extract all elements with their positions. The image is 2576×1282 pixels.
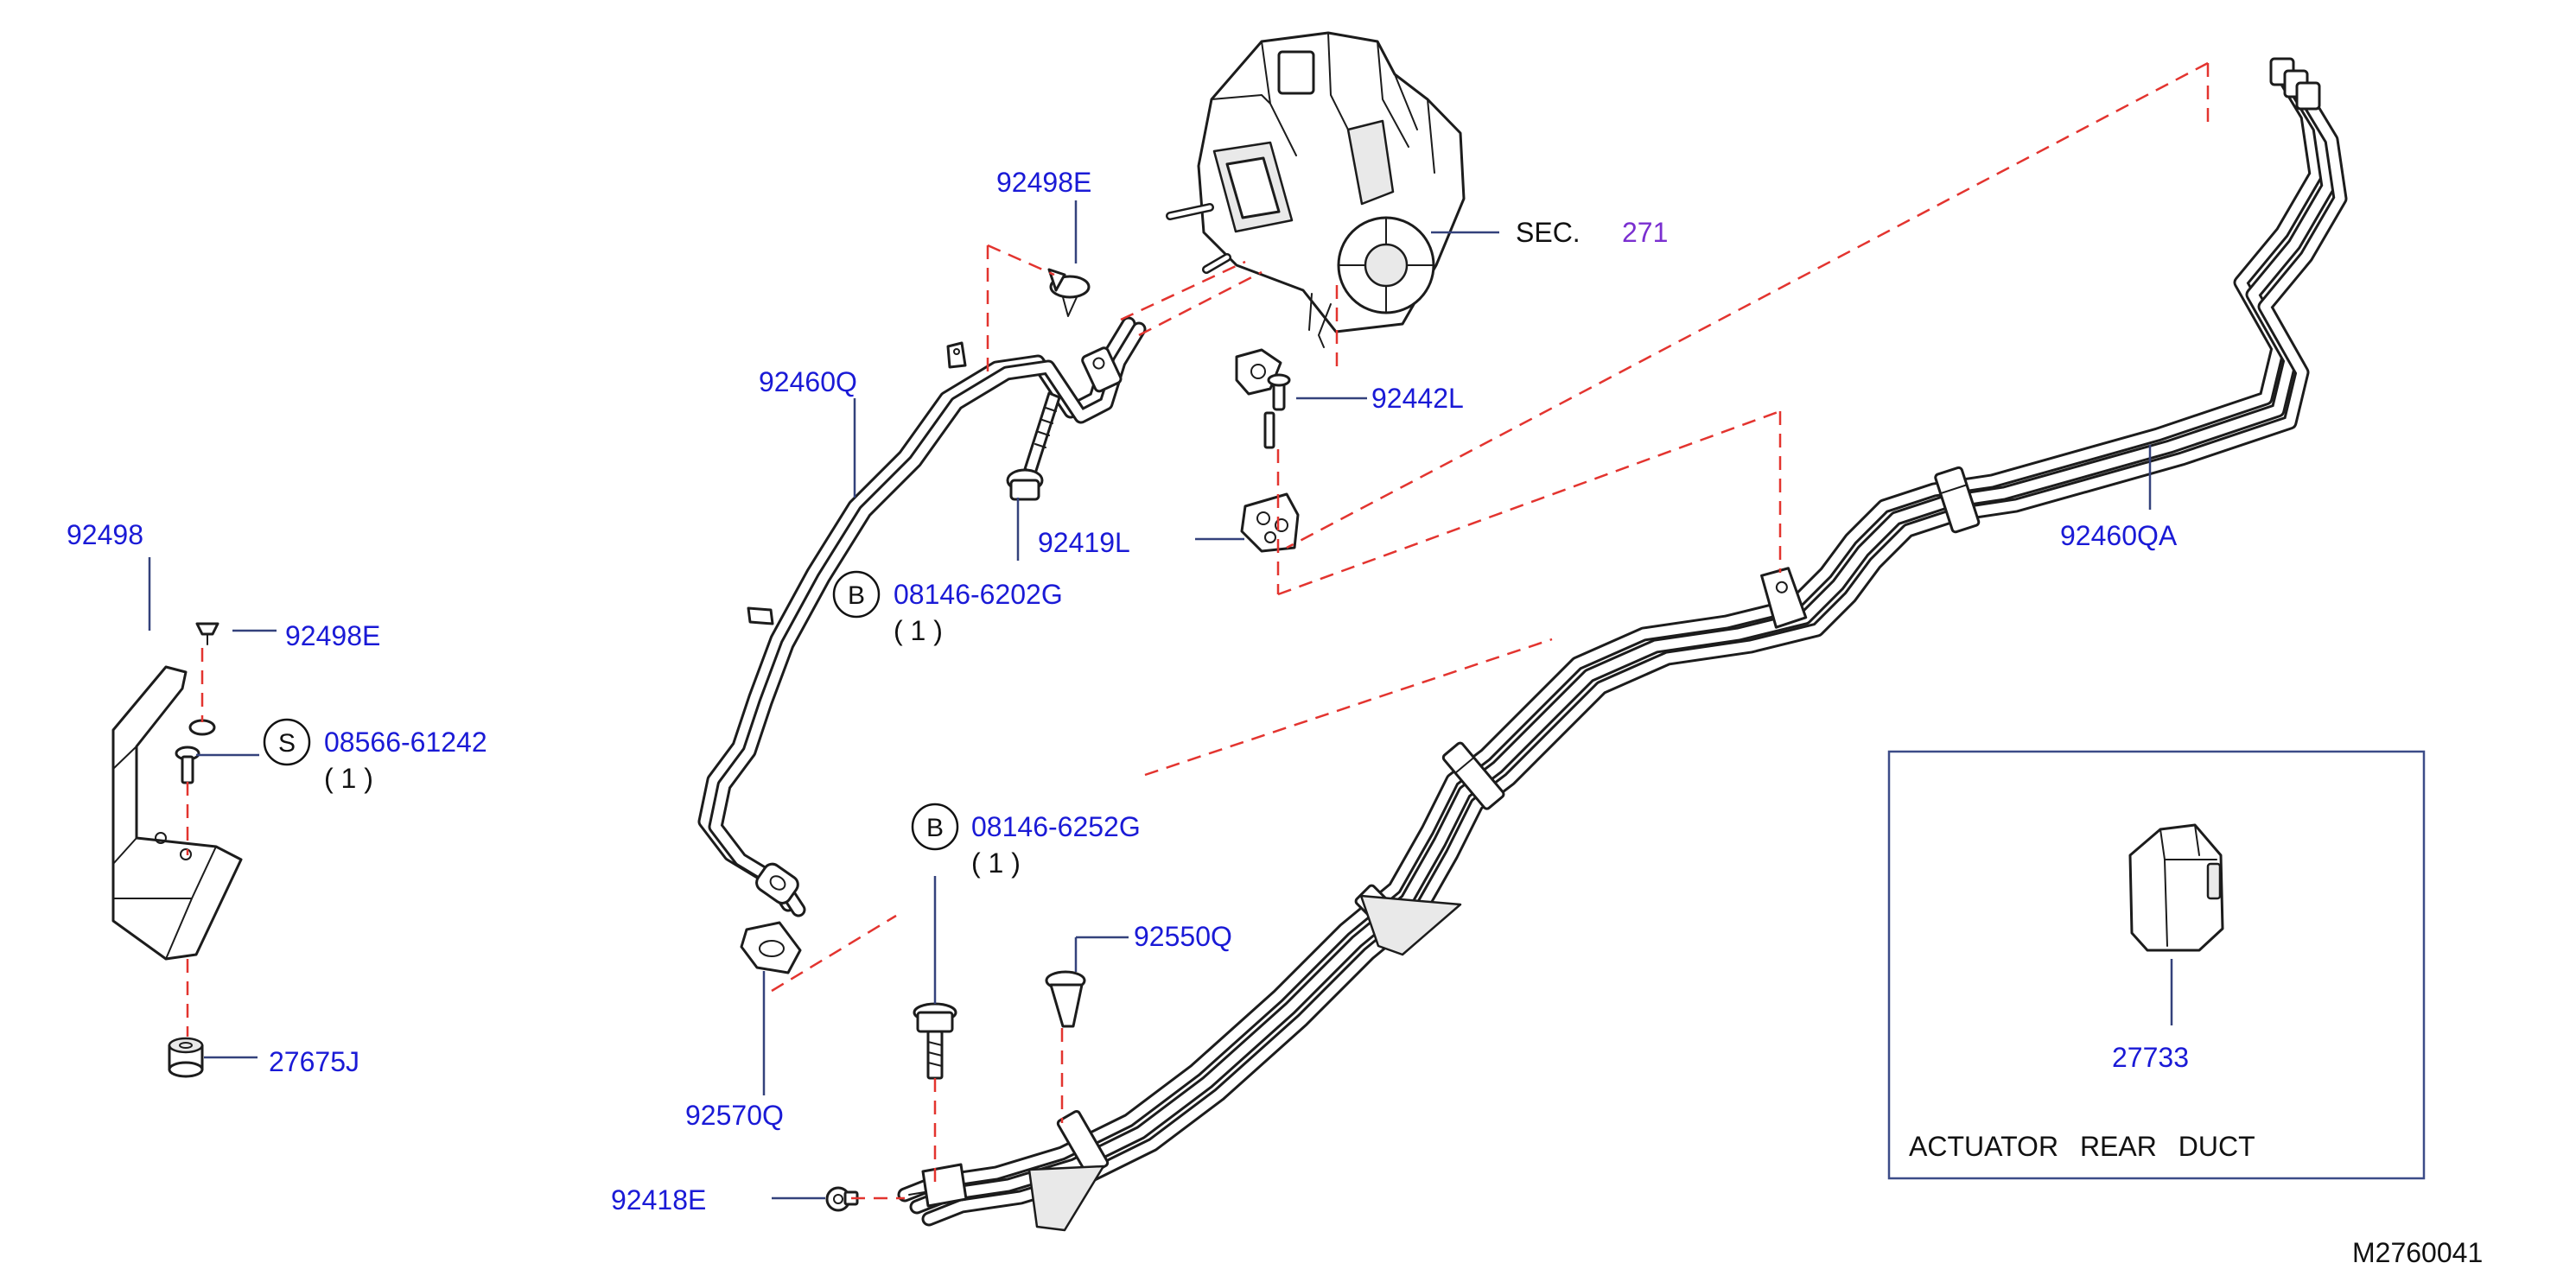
label-clip-upper[interactable]: 92498E (996, 167, 1091, 198)
label-pipe-rear[interactable]: 92460QA (2060, 520, 2178, 551)
heater-drain-stubs (1308, 293, 1332, 348)
bolt-ref-3: B 08146-6252G ( 1 ) (911, 803, 1141, 879)
heater-bracket-92442L (1235, 348, 1291, 449)
label-pipe-front[interactable]: 92460Q (759, 366, 857, 397)
label-bolt-part[interactable]: 08146-6202G (894, 579, 1063, 610)
label-grommet-lower[interactable]: 92570Q (685, 1100, 784, 1131)
rear-pipe-end-stub (908, 1191, 925, 1196)
bolt-08146-6252G (913, 1002, 957, 1080)
label-bolt-qty: ( 1 ) (971, 847, 1021, 879)
bolt-symbol: B (926, 814, 944, 842)
bolt-symbol-circle (832, 570, 881, 619)
bolt-symbol-circle (911, 803, 959, 851)
front-pipe-clamp (1081, 346, 1123, 393)
screw-08566-61242 (175, 746, 200, 784)
bolt-symbol: B (848, 581, 865, 610)
heater-panel-lines (1211, 32, 1435, 174)
grommet-upper-92419L (1240, 492, 1300, 553)
heater-unit (1166, 31, 1466, 348)
label-clamp[interactable]: 92418E (611, 1184, 706, 1215)
clip-bracket-92498E (195, 622, 219, 645)
actuator-27733 (2128, 823, 2224, 952)
label-screw-qty: ( 1 ) (324, 763, 373, 794)
lower-mount-plate (1027, 1165, 1105, 1232)
heater-duct-opening (1225, 156, 1281, 219)
rear-pipe-cap-3 (2295, 81, 2321, 111)
screw-symbol: S (278, 729, 296, 758)
label-bolt-part[interactable]: 08146-6252G (971, 811, 1141, 842)
nut-27675J (168, 1037, 204, 1078)
label-clip-lower[interactable]: 92550Q (1134, 921, 1232, 952)
rear-pipe-tube-1-outline (905, 74, 2316, 1195)
clip-upper-92498E (1047, 268, 1091, 317)
blower-motor-hub (1364, 243, 1409, 288)
label-nut[interactable]: 27675J (269, 1046, 359, 1077)
rear-pipe-tube-1 (905, 74, 2316, 1195)
rear-pipe-clamp-2 (1441, 741, 1505, 810)
label-bracket-heater[interactable]: 92442L (1371, 383, 1464, 414)
screw-symbol-circle (263, 718, 311, 766)
label-bolt-qty: ( 1 ) (894, 615, 943, 646)
rear-pipe-assembly (905, 57, 2340, 1232)
assembly-guides (186, 61, 2210, 1200)
front-pipe-end-flange (755, 862, 799, 904)
label-bracket[interactable]: 92498 (67, 519, 143, 550)
inset-frame (1887, 750, 2426, 1180)
mid-mount-plate (1359, 894, 1462, 956)
bolt-ref-1: B 08146-6202G ( 1 ) (832, 570, 1063, 646)
front-pipe-assembly (705, 324, 1139, 910)
heater-side-vent (1346, 119, 1395, 206)
front-pipe-tab-upper (946, 341, 967, 369)
front-pipe-tab-lower (747, 606, 774, 625)
grommet-lower-92570Q (740, 921, 802, 974)
inset-caption: ACTUATOR REAR DUCT (1909, 1131, 2255, 1162)
section-ref-prefix: SEC. (1516, 217, 1581, 248)
rear-pipe-end-fitting (921, 1163, 968, 1208)
rear-pipe-clamp-1 (1934, 466, 1981, 534)
bracket-92498 (111, 665, 243, 961)
leader-lines (148, 200, 2173, 1200)
washer (188, 719, 216, 736)
section-ref-number[interactable]: 271 (1622, 217, 1668, 248)
blower-motor-ribs (1338, 217, 1434, 314)
label-clip-bracket[interactable]: 92498E (285, 620, 380, 651)
diagram-id: M2760041 (2352, 1237, 2483, 1268)
bolt-08146-6202G (1006, 391, 1061, 501)
bolt-ref-2: S 08566-61242 ( 1 ) (263, 718, 487, 794)
label-screw-part[interactable]: 08566-61242 (324, 727, 487, 758)
clip-lower-92550Q (1045, 970, 1086, 1028)
heater-top-box (1277, 50, 1315, 95)
label-grommet-upper[interactable]: 92419L (1038, 527, 1130, 558)
label-actuator[interactable]: 27733 (2112, 1042, 2189, 1073)
